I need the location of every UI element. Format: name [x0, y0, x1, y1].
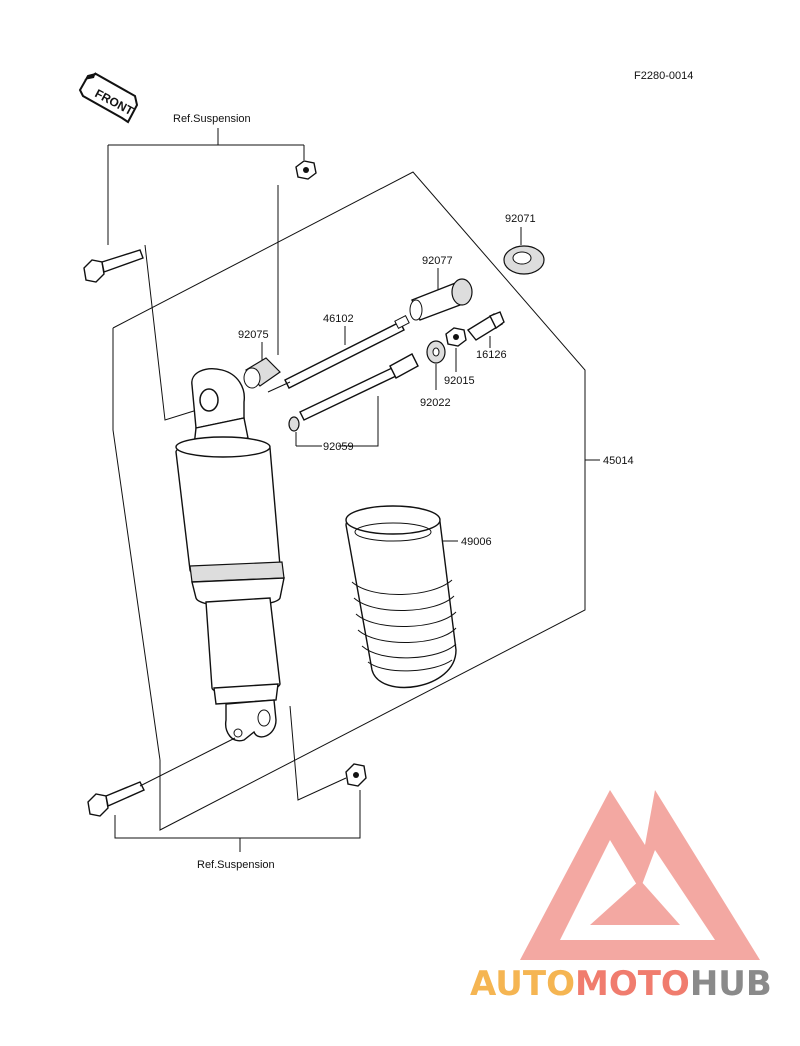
part-92022-washer [426, 340, 446, 364]
part-92059-label: 92059 [323, 441, 354, 453]
watermark-word-1: AUTO [470, 964, 575, 1004]
assembly-45014-outline [112, 171, 586, 831]
part-92075-label: 92075 [238, 329, 269, 341]
bottom-bolt [87, 781, 145, 817]
part-92077-collar [409, 278, 473, 321]
ref-suspension-bottom-leader [114, 790, 361, 852]
watermark-word-2: MOTO [575, 964, 690, 1004]
ref-suspension-top-leader [107, 128, 305, 245]
shock-absorber [175, 368, 285, 742]
part-45014-label: 45014 [603, 455, 634, 467]
part-46102-label: 46102 [323, 313, 354, 325]
watermark-word-3: HUB [690, 964, 772, 1004]
part-46102-rod [267, 315, 410, 393]
part-16126-fitting [466, 311, 505, 341]
part-16126-label: 16126 [476, 349, 507, 361]
top-nut [295, 160, 317, 180]
bottom-nut [345, 763, 367, 787]
part-92022-label: 92022 [420, 397, 451, 409]
figure-code: F2280-0014 [634, 70, 693, 82]
watermark-text: AUTOMOTOHUB [470, 964, 772, 1004]
part-92071-label: 92071 [505, 213, 536, 225]
ref-suspension-top-label: Ref.Suspension [173, 113, 251, 125]
automotohub-logo-icon [520, 790, 760, 960]
part-92077-label: 92077 [422, 255, 453, 267]
part-49006-boot [345, 505, 457, 689]
part-92059-bracket [295, 396, 379, 447]
front-arrow-icon: FRONT [78, 72, 139, 124]
part-49006-label: 49006 [461, 536, 492, 548]
part-92075-bushing [243, 357, 281, 389]
bottom-nut-leader [289, 705, 347, 801]
top-bolt-leader [144, 244, 198, 421]
ref-suspension-bottom-label: Ref.Suspension [197, 859, 275, 871]
part-92059-bolt [288, 353, 419, 432]
part-92015-label: 92015 [444, 375, 475, 387]
bottom-bolt-leader [139, 737, 236, 787]
part-92015-nut [445, 327, 467, 347]
part-92071-bushing [503, 245, 545, 275]
top-bolt [83, 249, 144, 283]
